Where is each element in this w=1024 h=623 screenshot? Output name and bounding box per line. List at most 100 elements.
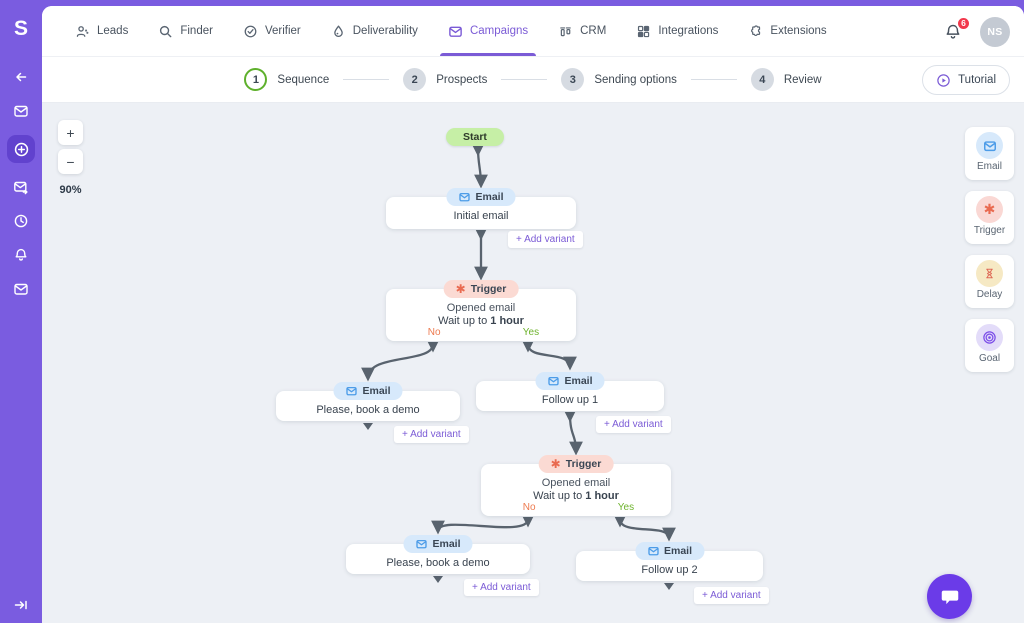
kanban-icon: [558, 24, 573, 39]
left-sidebar: S: [0, 0, 42, 623]
step-number: 4: [750, 68, 774, 91]
envelope-icon: [416, 539, 427, 549]
add-variant-button[interactable]: + Add variant: [394, 426, 469, 443]
node-email-yes-1[interactable]: Email Follow up 1: [476, 372, 664, 411]
users-icon: [75, 24, 90, 39]
new-campaign-plus-icon[interactable]: [7, 135, 35, 163]
top-navbar: Leads Finder Verifier Deliverability Cam…: [42, 6, 1024, 57]
zoom-controls: + − 90%: [58, 120, 83, 196]
node-email-no-2[interactable]: Email Please, book a demo: [346, 535, 530, 574]
nav-tabs: Leads Finder Verifier Deliverability Cam…: [42, 6, 827, 56]
tab-verifier[interactable]: Verifier: [243, 6, 301, 56]
bell-icon: [946, 24, 960, 39]
edge-trigger2-no: [431, 516, 534, 535]
node-type-label: Email: [432, 538, 461, 550]
add-variant-button[interactable]: + Add variant: [596, 416, 671, 433]
notifications-bell[interactable]: 6: [944, 15, 971, 41]
node-trigger-2[interactable]: ✱ Trigger Opened email Wait up to 1 hour…: [481, 455, 671, 516]
tab-label: CRM: [580, 25, 607, 37]
node-handle: [664, 583, 674, 590]
hourglass-icon: [976, 260, 1003, 287]
step-sequence[interactable]: 1 Sequence: [244, 68, 329, 91]
step-label: Sequence: [277, 73, 330, 86]
inbox-envelope-icon[interactable]: [7, 279, 35, 299]
expand-sidebar-icon[interactable]: [7, 595, 35, 615]
user-avatar[interactable]: NS: [980, 16, 1010, 47]
email-node-pill: Email: [634, 542, 705, 560]
step-label: Review: [783, 73, 822, 86]
history-clock-icon[interactable]: [7, 211, 35, 231]
tab-leads[interactable]: Leads: [75, 6, 128, 56]
node-email-no-1[interactable]: Email Please, book a demo: [276, 382, 460, 421]
envelope-icon: [647, 546, 659, 556]
envelope-icon: [976, 132, 1003, 159]
tutorial-label: Tutorial: [958, 74, 996, 86]
tab-integrations[interactable]: Integrations: [636, 6, 718, 56]
branch-yes-label: Yes: [522, 327, 540, 338]
node-type-label: Email: [663, 545, 693, 557]
sequence-canvas[interactable]: + − 90% Start Email Initial email + Add …: [42, 103, 1024, 623]
wizard-stepper: 1 Sequence 2 Prospects 3 Sending options…: [42, 57, 1024, 103]
add-variant-button[interactable]: + Add variant: [694, 587, 769, 604]
app-logo[interactable]: S: [13, 16, 28, 40]
tab-label: Leads: [97, 25, 129, 37]
trigger-node-pill: ✱ Trigger: [538, 455, 614, 473]
palette-goal[interactable]: Goal: [965, 319, 1014, 372]
zoom-level: 90%: [59, 184, 82, 196]
node-handle: [433, 576, 443, 583]
campaigns-envelope-icon[interactable]: [7, 101, 35, 121]
palette-email[interactable]: Email: [965, 127, 1014, 180]
send-email-icon[interactable]: [7, 177, 35, 197]
back-arrow-icon[interactable]: [7, 67, 35, 87]
node-start[interactable]: Start: [446, 128, 504, 146]
notifications-bell-icon[interactable]: [7, 245, 35, 265]
tab-campaigns[interactable]: Campaigns: [439, 6, 537, 56]
branch-no-label: No: [522, 502, 536, 513]
tab-label: Integrations: [658, 25, 719, 37]
step-review[interactable]: 4 Review: [750, 68, 822, 91]
trigger-condition: Opened email: [541, 477, 611, 489]
tutorial-button[interactable]: Tutorial: [922, 65, 1010, 95]
chat-bubble-icon: [941, 590, 958, 604]
search-icon: [158, 24, 173, 39]
add-variant-button[interactable]: + Add variant: [508, 231, 583, 248]
zoom-out-button[interactable]: −: [58, 149, 83, 174]
node-palette: Email ✱ Trigger Delay Goal: [965, 127, 1014, 372]
branch-no-label: No: [427, 327, 441, 338]
email-node-pill: Email: [403, 535, 473, 553]
step-prospects[interactable]: 2 Prospects: [403, 68, 487, 91]
step-divider: [343, 79, 390, 80]
node-type-label: Email: [564, 375, 593, 387]
palette-trigger[interactable]: ✱ Trigger: [965, 191, 1014, 244]
node-email-initial[interactable]: Email Initial email: [386, 188, 576, 229]
chat-widget-button[interactable]: [927, 574, 972, 619]
check-circle-icon: [243, 24, 258, 39]
step-sending-options[interactable]: 3 Sending options: [561, 68, 677, 91]
tab-deliverability[interactable]: Deliverability: [331, 6, 418, 56]
asterisk-icon: ✱: [976, 196, 1003, 223]
edge-trigger1-yes: [522, 341, 577, 371]
envelope-icon: [346, 386, 357, 396]
step-number: 3: [561, 68, 585, 91]
palette-delay[interactable]: Delay: [965, 255, 1014, 308]
tab-crm[interactable]: CRM: [558, 6, 606, 56]
zoom-in-button[interactable]: +: [58, 120, 83, 145]
edge-start-email: [472, 145, 488, 189]
grid-icon: [636, 24, 651, 39]
node-trigger-1[interactable]: ✱ Trigger Opened email Wait up to 1 hour…: [386, 280, 576, 341]
edge-email-trigger2: [564, 411, 583, 456]
add-variant-button[interactable]: + Add variant: [464, 579, 539, 596]
play-icon: [937, 73, 950, 87]
tab-finder[interactable]: Finder: [158, 6, 213, 56]
email-node-pill: Email: [446, 188, 516, 206]
node-title: Please, book a demo: [316, 404, 420, 416]
sidebar-nav: [0, 57, 42, 299]
branch-yes-label: Yes: [617, 502, 635, 513]
target-icon: [976, 324, 1003, 351]
puzzle-icon: [748, 24, 763, 39]
palette-label: Delay: [976, 289, 1003, 300]
node-email-yes-2[interactable]: Email Follow up 2: [576, 542, 763, 581]
tab-extensions[interactable]: Extensions: [748, 6, 827, 56]
flow-edges: [361, 145, 676, 590]
node-title: Please, book a demo: [386, 557, 490, 569]
